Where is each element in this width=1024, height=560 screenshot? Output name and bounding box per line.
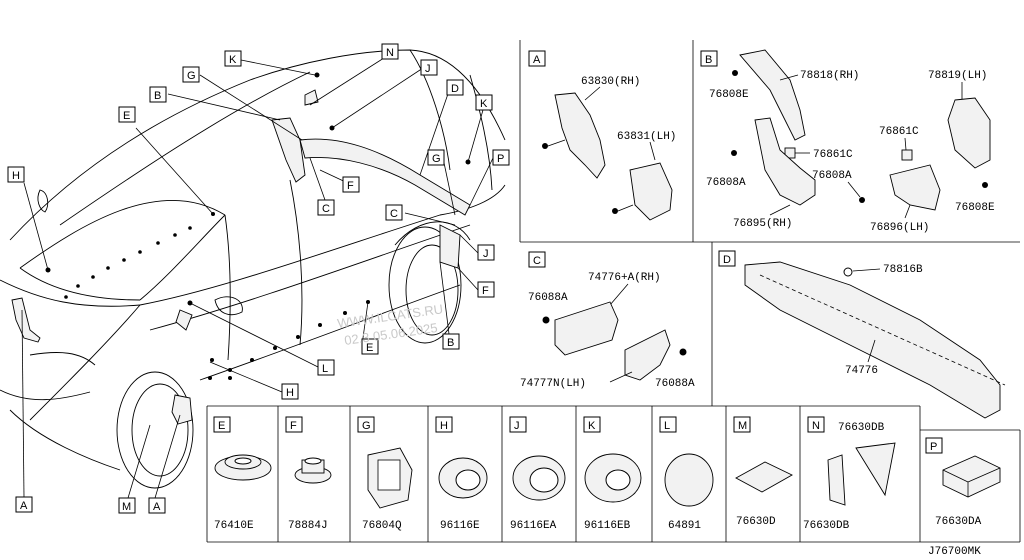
svg-text:D: D xyxy=(451,83,459,95)
svg-text:E: E xyxy=(218,420,225,432)
svg-text:N: N xyxy=(386,47,394,59)
svg-text:96116EA: 96116EA xyxy=(510,520,557,532)
svg-text:K: K xyxy=(229,54,237,66)
fastener-cell-e: E 76410E xyxy=(213,416,272,532)
svg-text:76895(RH): 76895(RH) xyxy=(733,218,792,230)
svg-text:63830(RH): 63830(RH) xyxy=(581,76,640,88)
svg-text:76808E: 76808E xyxy=(955,202,995,214)
fastener-cell-k: K 96116EB xyxy=(583,416,642,532)
car-mounted-parts xyxy=(11,89,471,425)
svg-text:J: J xyxy=(425,63,431,75)
detail-panel-a: A 63830(RH) 63831(LH) xyxy=(519,40,694,242)
svg-text:78819(LH): 78819(LH) xyxy=(928,70,987,82)
svg-text:63831(LH): 63831(LH) xyxy=(617,131,676,143)
svg-text:74776+A(RH): 74776+A(RH) xyxy=(588,272,661,284)
svg-text:L: L xyxy=(664,420,670,432)
svg-text:D: D xyxy=(723,254,731,266)
detail-panel-c: C 74776+A(RH) 76088A 74777N(LH) 76088A xyxy=(520,241,1020,406)
svg-text:76896(LH): 76896(LH) xyxy=(870,222,929,234)
detail-panel-b: B 78818(RH) 78819(LH) 76808E 76861C 7686… xyxy=(700,49,995,234)
svg-text:A: A xyxy=(20,500,28,512)
svg-text:H: H xyxy=(12,170,20,182)
svg-text:A: A xyxy=(533,54,541,66)
svg-text:E: E xyxy=(123,110,130,122)
svg-text:76088A: 76088A xyxy=(655,378,695,390)
svg-text:74776: 74776 xyxy=(845,365,878,377)
svg-text:96116E: 96116E xyxy=(440,520,480,532)
svg-text:76808E: 76808E xyxy=(709,89,749,101)
fastener-cell-h: H 96116E xyxy=(435,416,488,532)
watermark: WWW.ILCATS.RU 02.3 05.06.2025 xyxy=(336,301,444,348)
svg-text:C: C xyxy=(390,208,398,220)
svg-text:K: K xyxy=(588,420,596,432)
svg-text:76861C: 76861C xyxy=(813,149,853,161)
fastener-cell-f: F 78884J xyxy=(285,416,332,532)
detail-panel-d: D 78816B 74776 xyxy=(718,250,1006,419)
svg-text:76861C: 76861C xyxy=(879,126,919,138)
svg-text:96116EB: 96116EB xyxy=(584,520,631,532)
svg-text:78818(RH): 78818(RH) xyxy=(800,70,859,82)
svg-text:M: M xyxy=(122,501,131,513)
fastener-cell-g: G 76804Q xyxy=(357,416,413,532)
svg-text:76630DB: 76630DB xyxy=(803,520,850,532)
fastener-cell-j: J 96116EA xyxy=(509,416,566,532)
svg-text:G: G xyxy=(362,420,371,432)
svg-text:J: J xyxy=(514,420,520,432)
svg-text:76804Q: 76804Q xyxy=(362,520,402,532)
svg-text:B: B xyxy=(705,54,712,66)
svg-text:H: H xyxy=(440,420,448,432)
leader-lines xyxy=(21,57,494,499)
fastener-cell-n: N 76630DB 76630DB xyxy=(803,416,896,532)
fastener-table xyxy=(206,405,1021,543)
svg-text:76088A: 76088A xyxy=(528,292,568,304)
svg-text:H: H xyxy=(286,387,294,399)
svg-text:G: G xyxy=(187,70,196,82)
car-body-outline xyxy=(0,49,506,489)
svg-text:76630DB: 76630DB xyxy=(838,422,885,434)
svg-text:B: B xyxy=(154,90,161,102)
svg-text:A: A xyxy=(153,501,161,513)
svg-text:N: N xyxy=(812,420,820,432)
svg-text:78816B: 78816B xyxy=(883,264,923,276)
svg-text:76630DA: 76630DA xyxy=(935,516,982,528)
svg-text:C: C xyxy=(322,203,330,215)
svg-text:F: F xyxy=(482,285,489,297)
clip-dots xyxy=(45,72,471,380)
svg-text:P: P xyxy=(930,441,937,453)
svg-text:E: E xyxy=(366,342,373,354)
fastener-cell-l: L 64891 xyxy=(659,416,714,532)
svg-text:78884J: 78884J xyxy=(288,520,328,532)
svg-text:C: C xyxy=(533,255,541,267)
svg-text:76410E: 76410E xyxy=(214,520,254,532)
svg-text:F: F xyxy=(290,420,297,432)
svg-text:K: K xyxy=(480,98,488,110)
svg-text:M: M xyxy=(738,420,747,432)
callout-boxes: K G B E H N J D K P G C F C J F B E L xyxy=(7,43,510,514)
svg-text:76808A: 76808A xyxy=(706,177,746,189)
svg-text:L: L xyxy=(322,363,328,375)
svg-text:G: G xyxy=(432,153,441,165)
svg-text:64891: 64891 xyxy=(668,520,701,532)
fastener-cell-p: P 76630DA xyxy=(925,437,1001,528)
diagram-code: J76700MK xyxy=(928,546,981,558)
svg-text:B: B xyxy=(447,337,454,349)
svg-text:74777N(LH): 74777N(LH) xyxy=(520,378,586,390)
svg-text:76808A: 76808A xyxy=(812,170,852,182)
svg-text:P: P xyxy=(497,153,504,165)
svg-text:F: F xyxy=(347,180,354,192)
fastener-cell-m: M 76630D xyxy=(733,416,793,528)
svg-text:76630D: 76630D xyxy=(736,516,776,528)
svg-text:J: J xyxy=(483,248,489,260)
